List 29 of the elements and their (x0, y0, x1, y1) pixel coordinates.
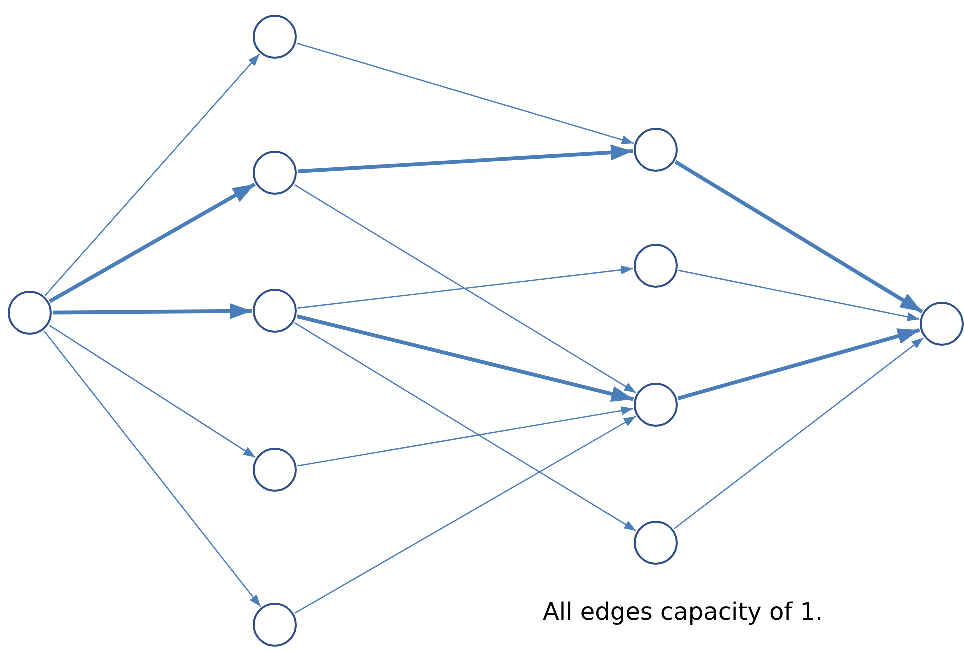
arrow (44, 54, 260, 296)
arrow (294, 322, 637, 532)
graph-vertex (253, 289, 297, 333)
arrow (294, 184, 637, 394)
arrow (298, 266, 634, 309)
note-text: All edges capacity of 1. (543, 598, 824, 626)
arrow (674, 337, 924, 530)
arrow (49, 182, 256, 304)
graph-vertex (8, 291, 52, 335)
arrow (678, 328, 920, 401)
arrow (294, 416, 636, 614)
arrow (296, 314, 634, 402)
graph-vertex (253, 15, 297, 59)
graph-vertex (920, 302, 964, 346)
arrow (678, 270, 920, 322)
graph-vertex (253, 603, 297, 647)
arrow (298, 144, 634, 174)
arrow (298, 406, 634, 467)
arrow (52, 303, 252, 320)
arrow (44, 330, 262, 608)
graph-vertex (253, 151, 297, 195)
arrow (674, 160, 924, 314)
graph-vertex (634, 383, 678, 427)
graph-vertex (634, 128, 678, 172)
arrow (49, 324, 256, 458)
graph-vertex (253, 448, 297, 492)
graph-vertex (634, 244, 678, 288)
arrow (296, 42, 634, 144)
graph-vertex (634, 521, 678, 565)
